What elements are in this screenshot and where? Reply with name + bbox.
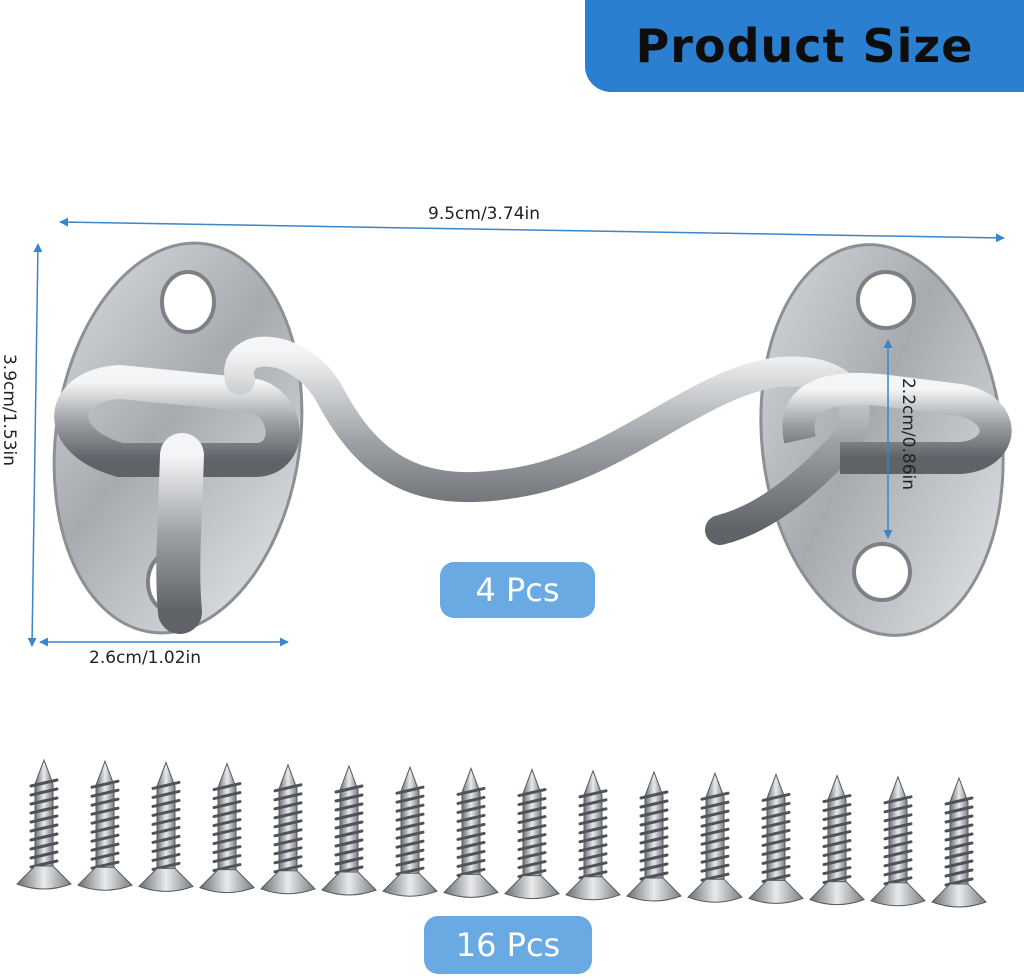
screw-icon	[382, 765, 438, 897]
screw-icon	[504, 768, 560, 900]
screw-icon	[199, 762, 255, 894]
screw-icon	[321, 764, 377, 896]
screw-icon	[870, 775, 926, 907]
screw-icon	[260, 763, 316, 895]
screw-icon	[16, 758, 72, 890]
hook-body	[224, 336, 870, 545]
height-label: 3.9cm/1.53in	[0, 353, 19, 467]
screw-icon	[443, 766, 499, 898]
screw-icon	[565, 769, 621, 901]
hook-quantity-badge: 4 Pcs	[440, 562, 595, 618]
title-banner: Product Size	[585, 0, 1024, 92]
right-eye-loop	[782, 372, 1012, 474]
height-dimension-line	[27, 243, 43, 647]
right-mounting-plate	[759, 243, 1005, 637]
screw-icon	[626, 770, 682, 902]
screw-icon	[748, 772, 804, 904]
screw-icon	[809, 774, 865, 906]
screw-icon	[687, 771, 743, 903]
page-title: Product Size	[635, 19, 974, 73]
screw-row	[16, 758, 987, 908]
screw-icon	[138, 760, 194, 892]
hook-quantity-text: 4 Pcs	[475, 571, 560, 609]
left-eye-loop	[54, 365, 300, 634]
screw-icon	[931, 776, 987, 908]
length-label: 9.5cm/3.74in	[428, 204, 541, 224]
screw-quantity-badge: 16 Pcs	[424, 916, 592, 974]
length-dimension-line	[59, 217, 1005, 243]
screw-quantity-text: 16 Pcs	[455, 926, 561, 964]
width-label: 2.6cm/1.02in	[89, 648, 202, 668]
eye-height-label: 2.2cm/0.86in	[898, 377, 918, 491]
screw-icon	[77, 759, 133, 891]
